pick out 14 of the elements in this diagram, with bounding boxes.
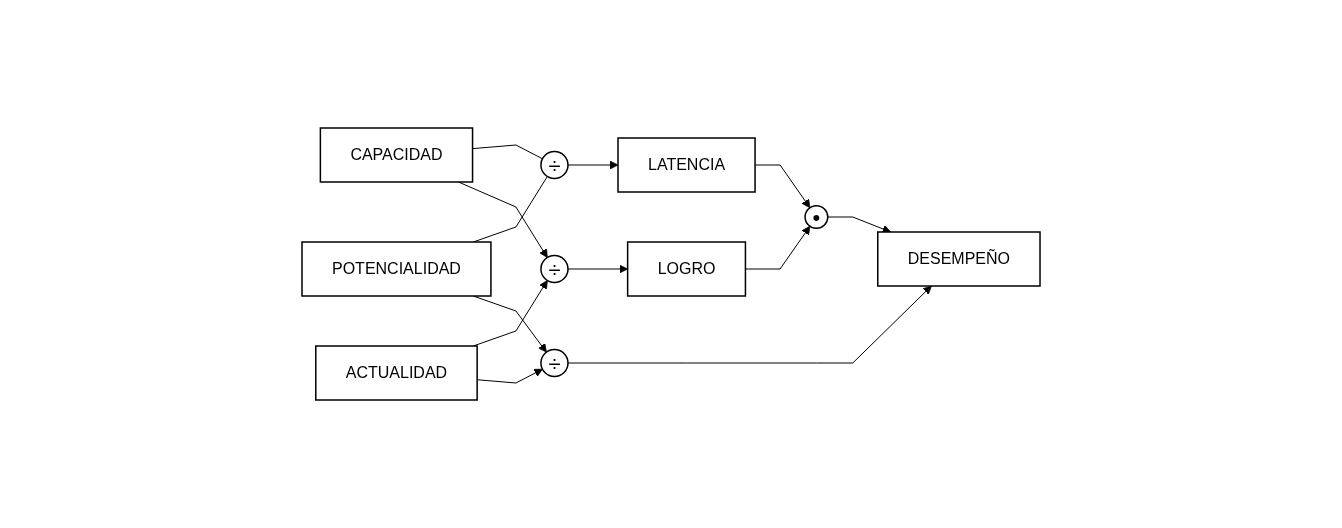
node-circle: ÷	[540, 150, 569, 180]
node-box: LATENCIA	[617, 137, 756, 193]
node-circle: ÷	[540, 254, 569, 284]
arrow	[567, 264, 628, 274]
arrow	[827, 216, 892, 234]
node-box: CAPACIDAD	[319, 127, 474, 183]
node-box: DESEMPEÑO	[877, 231, 1041, 287]
node-circle: •	[804, 204, 829, 230]
connector	[472, 144, 543, 160]
arrow	[567, 285, 932, 364]
node-circle: ÷	[540, 348, 569, 378]
node-box: ACTUALIDAD	[315, 345, 478, 401]
node-box: LOGRO	[626, 241, 747, 297]
node-box: POTENCIALIDAD	[301, 241, 492, 297]
